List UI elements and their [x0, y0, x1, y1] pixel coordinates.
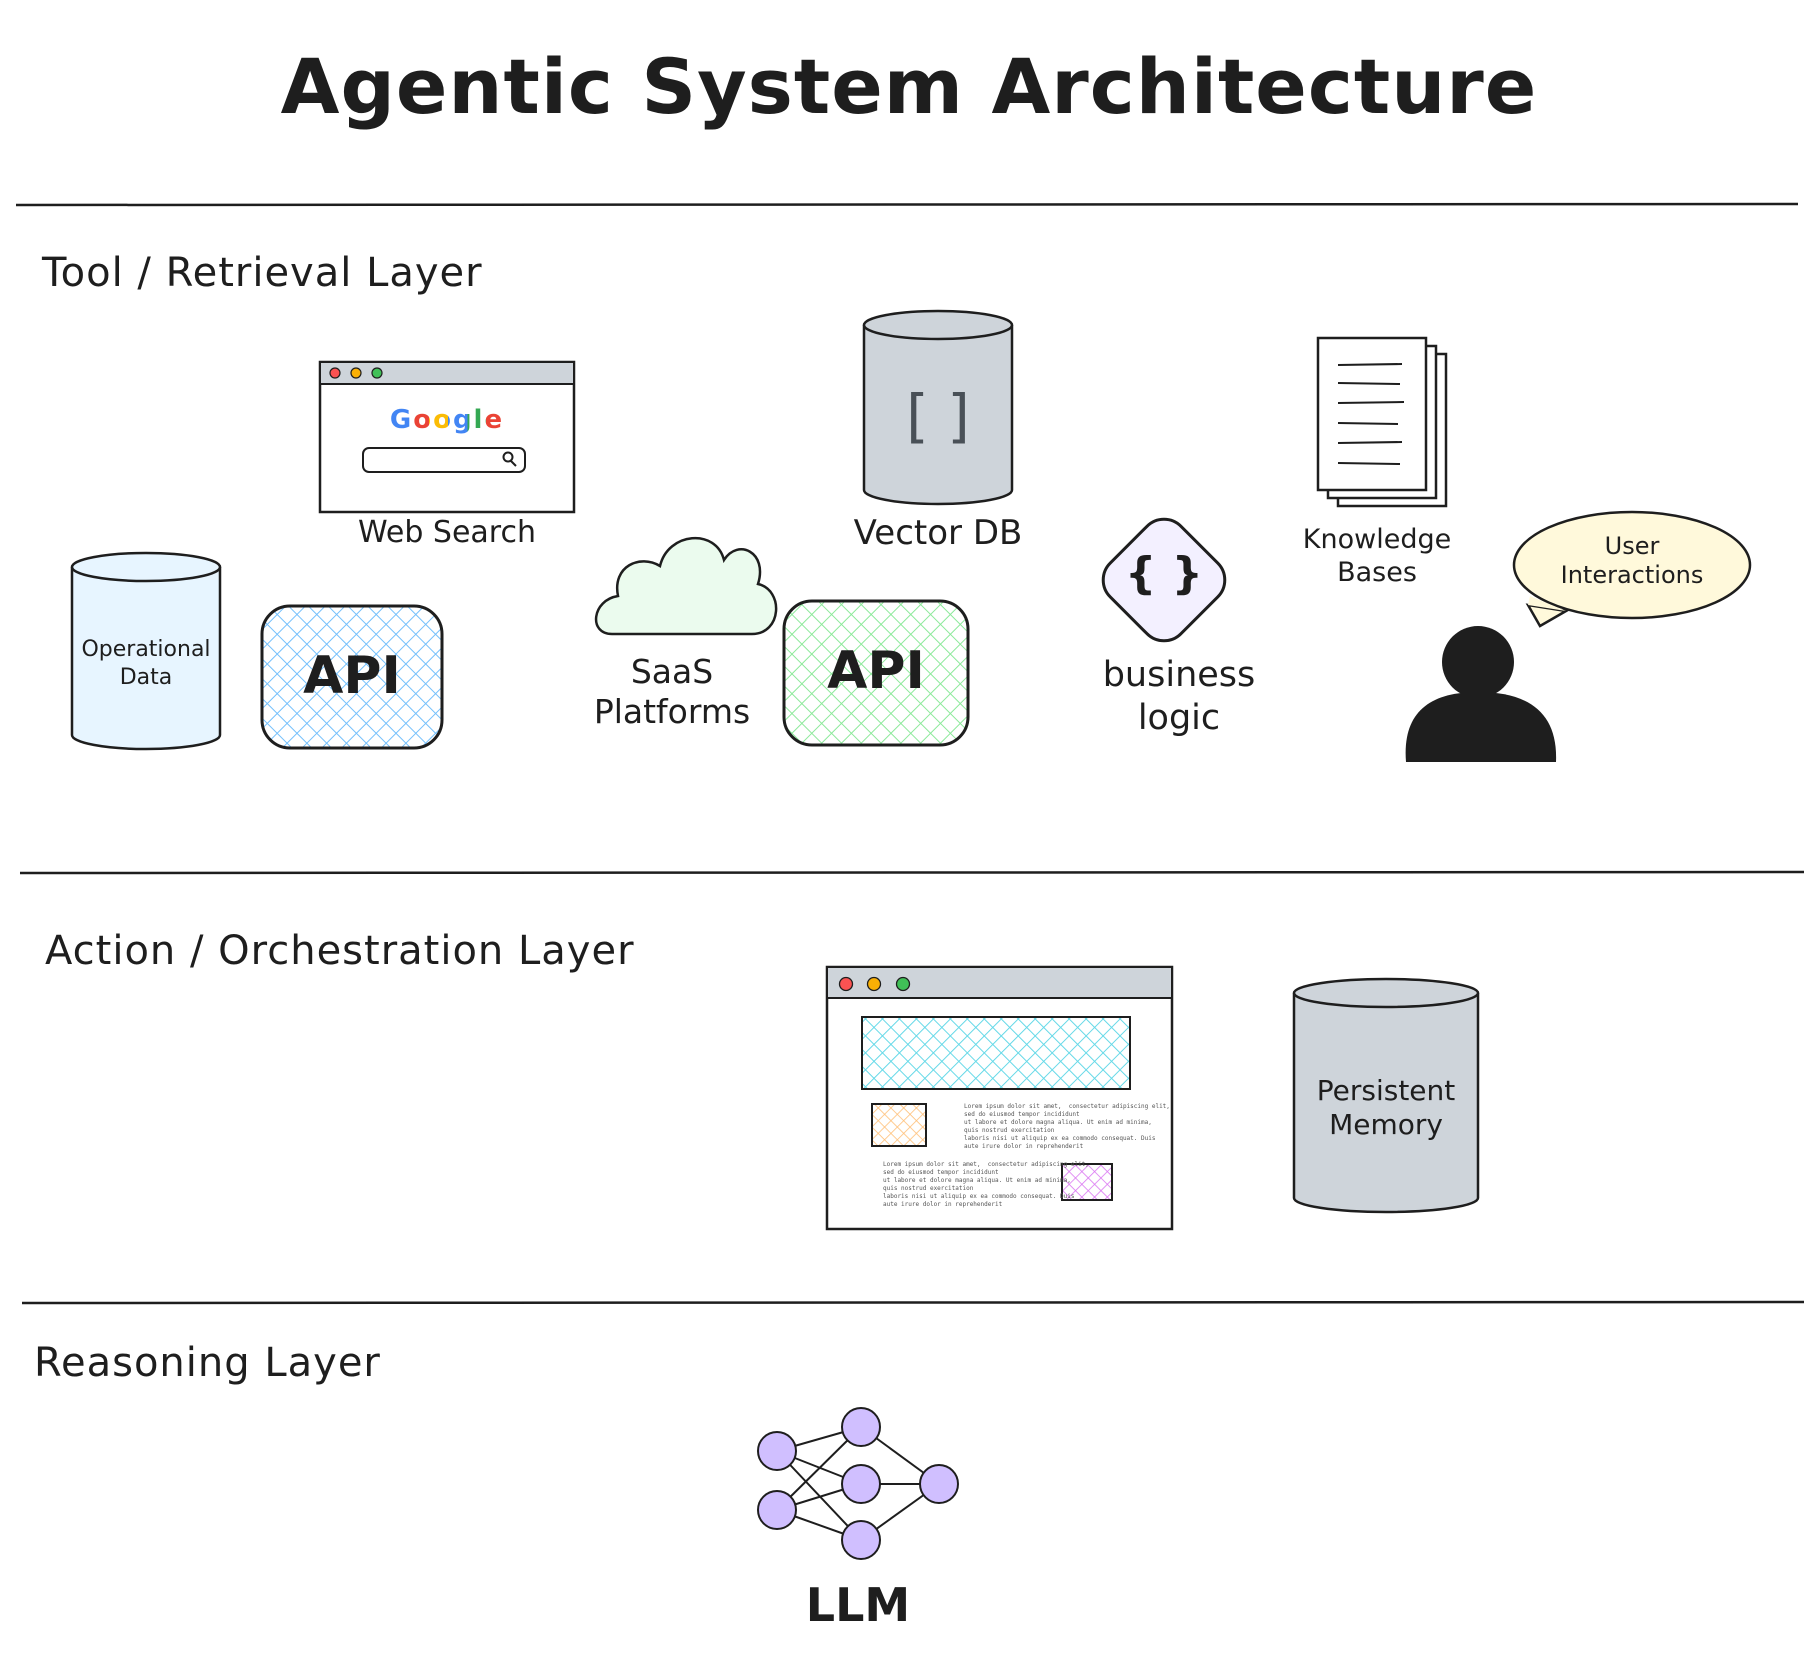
operational-data-database-icon [70, 551, 222, 751]
divider-middle [19, 870, 1805, 875]
web-search-window-icon [318, 360, 576, 514]
page-title: Agentic System Architecture [280, 42, 1538, 131]
search-icon [502, 451, 517, 467]
operational-data-label: Operational Data [81, 637, 211, 690]
divider-top [15, 202, 1799, 207]
neural-network-icon [757, 1407, 959, 1560]
business-logic-code-braces-icon [1101, 517, 1227, 643]
persistent-memory-label: Persistent Memory [1316, 1074, 1456, 1142]
knowledge-bases-documents-icon [1316, 336, 1448, 508]
saas-cloud-icon [595, 536, 778, 636]
persistent-memory-database-icon [1292, 977, 1480, 1214]
business-logic-label: business logic [1102, 655, 1256, 738]
vector-db-label: Vector DB [853, 513, 1023, 553]
divider-bottom [21, 1300, 1805, 1305]
user-interactions-label: User Interactions [1560, 532, 1704, 590]
person-icon [1405, 626, 1557, 762]
api-box-blue [260, 604, 444, 750]
vector-db-glyph: [ ] [906, 382, 970, 450]
action-orchestration-layer-label: Action / Orchestration Layer [45, 928, 635, 974]
saas-platforms-label: SaaS Platforms [593, 652, 751, 732]
lorem-text-block-2: Lorem ipsum dolor sit amet, consectetur … [883, 1161, 1089, 1208]
business-logic-glyph: { } [1125, 548, 1203, 599]
api-blue-label: API [303, 646, 401, 706]
app-window-icon [825, 965, 1174, 1231]
lorem-text-block-1: Lorem ipsum dolor sit amet, consectetur … [964, 1103, 1170, 1150]
api-green-label: API [827, 641, 925, 701]
vector-db-database-icon [862, 309, 1014, 506]
tool-retrieval-layer-label: Tool / Retrieval Layer [42, 250, 483, 296]
api-box-green [782, 599, 970, 747]
google-logo: Google [389, 405, 505, 435]
llm-label: LLM [805, 1578, 911, 1632]
user-interactions-speech-bubble-icon [1512, 510, 1752, 628]
knowledge-bases-label: Knowledge Bases [1302, 524, 1452, 588]
web-search-label: Web Search [357, 515, 536, 550]
reasoning-layer-label: Reasoning Layer [34, 1340, 381, 1386]
